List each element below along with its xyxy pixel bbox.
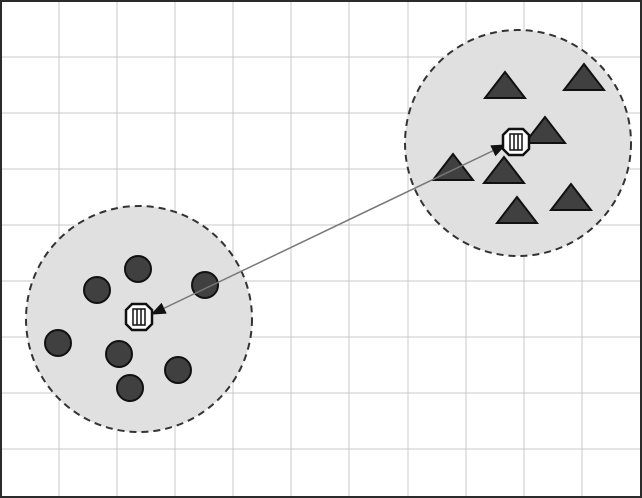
data-point — [548, 182, 594, 211]
data-point — [561, 62, 607, 91]
gem-icon — [501, 127, 531, 157]
gem-icon — [124, 302, 154, 332]
centroid-connector-arrow — [150, 144, 507, 315]
data-point — [116, 374, 144, 402]
data-point — [482, 70, 528, 99]
data-point — [105, 340, 133, 368]
data-point — [494, 195, 540, 224]
data-point — [83, 276, 111, 304]
data-point — [124, 255, 152, 283]
data-point — [522, 115, 568, 144]
data-point — [164, 356, 192, 384]
data-point — [44, 329, 72, 357]
